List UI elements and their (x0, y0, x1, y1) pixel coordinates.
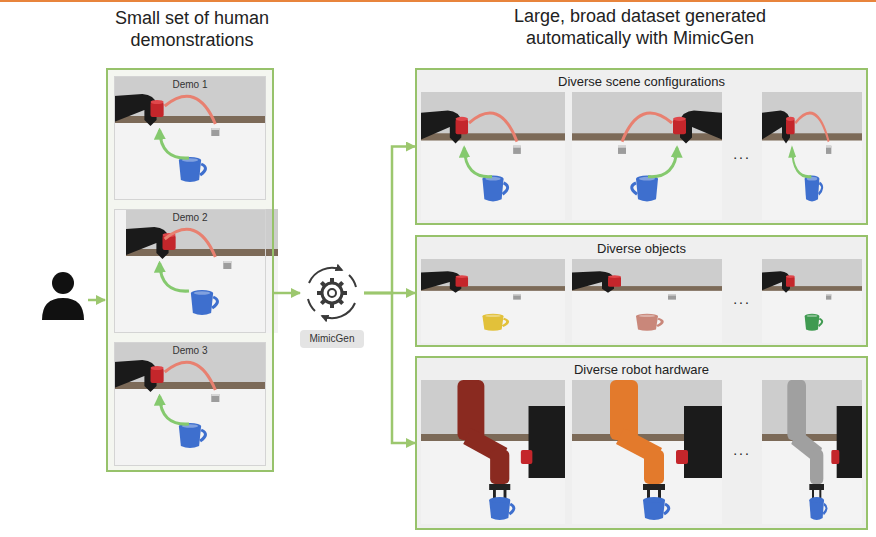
panel-title: Demo 2 (115, 212, 265, 224)
demo-panel: Small set of human demonstrationsDemo 1D… (106, 68, 274, 472)
panel-title: Demo 3 (115, 345, 265, 357)
output-panel: Diverse scene configurations (415, 68, 868, 225)
panel-title: Diverse objects (417, 241, 866, 257)
flow-arrow (364, 147, 415, 294)
module-label: MimicGen (300, 330, 364, 348)
panel-heading: Small set of human demonstrations (97, 8, 287, 51)
flow-arrow (274, 292, 300, 295)
mimicgen-module: MimicGen (300, 264, 364, 354)
demo-frame: Demo 1 (114, 76, 266, 200)
demo-frame: Demo 2 (114, 209, 266, 333)
ellipsis: ... (727, 442, 757, 459)
demo-frame: Demo 3 (114, 342, 266, 466)
output-panel: Diverse robot hardware (415, 356, 868, 530)
panel-title: Diverse robot hardware (417, 362, 866, 378)
panel-title: Diverse scene configurations (417, 74, 866, 90)
output-panel: Diverse objects (415, 235, 868, 347)
panel-title: Demo 1 (115, 79, 265, 91)
ellipsis: ... (727, 291, 757, 308)
flow-arrow (364, 293, 415, 443)
ellipsis: ... (727, 146, 757, 163)
section-heading: Large, broad dataset generated automatic… (490, 6, 790, 49)
